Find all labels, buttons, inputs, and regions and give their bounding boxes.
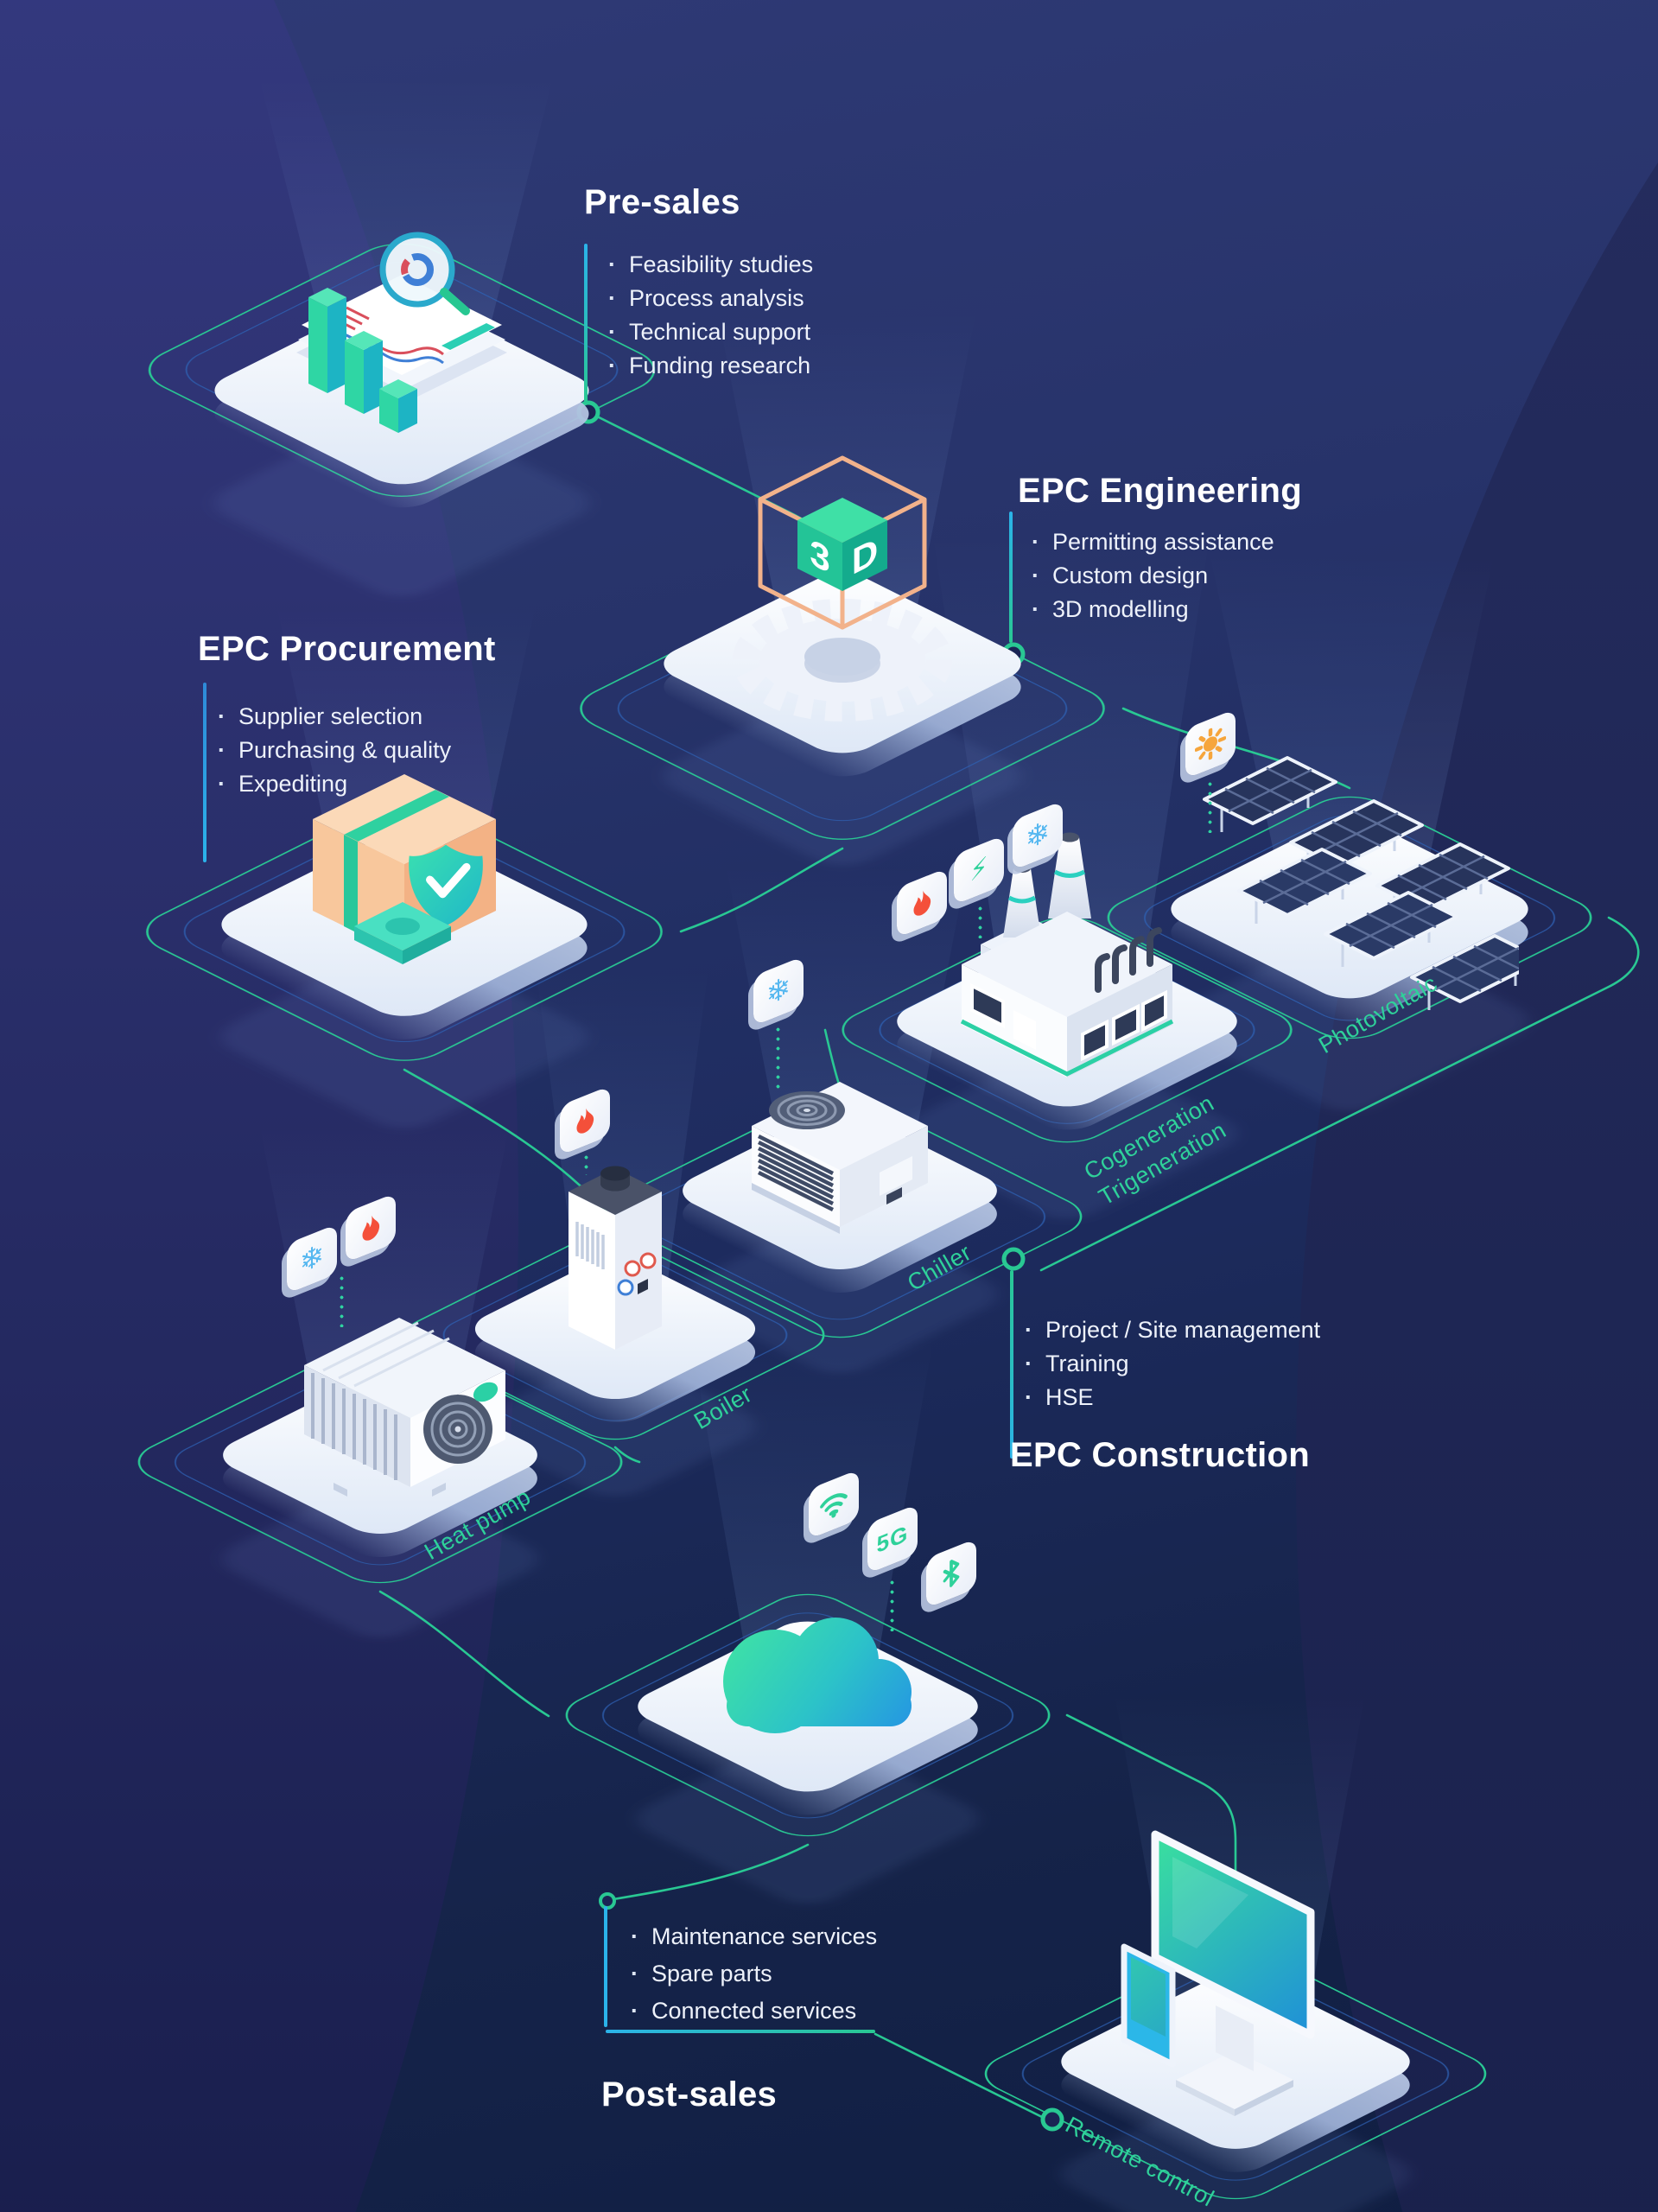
- heat-pump-illustration: [304, 1318, 505, 1497]
- list-item: Technical support: [605, 315, 813, 349]
- post-sales-list: Maintenance services Spare parts Connect…: [627, 1918, 877, 2030]
- bar-chart-icon: [308, 288, 417, 433]
- monitor-icon: [1151, 1830, 1315, 2039]
- list-item-text: Project / Site management: [1045, 1317, 1321, 1343]
- pre-sales-title: Pre-sales: [584, 183, 740, 221]
- pre-sales-documents-illustration: [296, 232, 507, 433]
- list-item: Expediting: [214, 767, 451, 801]
- list-item-text: Custom design: [1052, 563, 1209, 588]
- fan-icon: [423, 1395, 492, 1464]
- list-item: Training: [1021, 1347, 1320, 1381]
- list-item-text: Permitting assistance: [1052, 529, 1274, 555]
- solar-panels-illustration: [1203, 756, 1519, 1010]
- wifi-icon: [809, 1469, 859, 1540]
- accent-line-pre-sales: [584, 244, 588, 403]
- list-item-text: Connected services: [651, 1998, 857, 2024]
- list-item: Purchasing & quality: [214, 734, 451, 767]
- pre-sales-list: Feasibility studies Process analysis Tec…: [605, 248, 813, 383]
- procurement-title: EPC Procurement: [198, 630, 496, 668]
- dotted-connector: [1208, 779, 1212, 833]
- bluetooth-icon: [926, 1538, 976, 1609]
- list-item: Connected services: [627, 1993, 877, 2030]
- flame-icon: [560, 1085, 610, 1156]
- list-item-text: Purchasing & quality: [238, 737, 452, 763]
- dotted-connector: [978, 904, 982, 938]
- construction-title: EPC Construction: [1010, 1436, 1311, 1474]
- cube-3-label: 3: [810, 531, 829, 582]
- boiler-illustration: [569, 1166, 662, 1350]
- procurement-box-illustration: [313, 774, 496, 964]
- dotted-connector: [890, 1578, 894, 1631]
- accent-line-construction: [1010, 1270, 1013, 1459]
- procurement-list: Supplier selection Purchasing & quality …: [214, 700, 451, 801]
- construction-list: Project / Site management Training HSE: [1021, 1313, 1320, 1414]
- list-item: Funding research: [605, 349, 813, 383]
- cooling-towers: [1003, 832, 1091, 938]
- phone-icon: [1121, 1943, 1176, 2068]
- list-item: Custom design: [1028, 559, 1274, 593]
- list-item-text: Spare parts: [651, 1961, 772, 1986]
- list-item-text: Supplier selection: [238, 703, 423, 729]
- list-item: HSE: [1021, 1381, 1320, 1414]
- accent-line-post-sales-v: [604, 1906, 607, 2027]
- list-item: Permitting assistance: [1028, 525, 1274, 559]
- magnifier-icon: [379, 232, 455, 308]
- list-item: 3D modelling: [1028, 593, 1274, 626]
- list-item: Process analysis: [605, 282, 813, 315]
- list-item: Spare parts: [627, 1955, 877, 1993]
- flame-icon: [346, 1192, 396, 1263]
- dotted-connector: [340, 1274, 344, 1327]
- list-item-text: Technical support: [629, 319, 811, 345]
- engineering-list: Permitting assistance Custom design 3D m…: [1028, 525, 1274, 626]
- list-item-text: Funding research: [629, 353, 811, 378]
- list-item-text: Process analysis: [629, 285, 804, 311]
- post-sales-title: Post-sales: [601, 2075, 778, 2113]
- chiller-unit-illustration: [752, 1082, 928, 1234]
- dotted-connector: [584, 1153, 588, 1175]
- money-stack-icon: [354, 902, 451, 964]
- cloud-illustration: [723, 1618, 912, 1733]
- list-item-text: HSE: [1045, 1384, 1094, 1410]
- cloud-icon: [723, 1618, 912, 1733]
- flame-icon: [897, 868, 947, 938]
- shield-check-icon: [409, 844, 483, 926]
- engineering-title: EPC Engineering: [1018, 472, 1302, 510]
- list-item: Project / Site management: [1021, 1313, 1320, 1347]
- accent-line-engineering: [1009, 512, 1013, 643]
- list-item: Feasibility studies: [605, 248, 813, 282]
- fan-icon: [769, 1091, 845, 1129]
- remote-control-illustration: [1121, 1830, 1315, 2116]
- list-item: Maintenance services: [627, 1918, 877, 1955]
- accent-line-post-sales-h: [606, 2030, 875, 2033]
- 3d-cube-gear-illustration: 3 D: [733, 455, 952, 721]
- dotted-connector: [776, 1025, 780, 1092]
- cogeneration-plant-illustration: [960, 832, 1174, 1077]
- list-item-text: Maintenance services: [651, 1923, 878, 1949]
- chimney-pipes: [1095, 927, 1162, 993]
- list-item-text: Feasibility studies: [629, 251, 814, 277]
- list-item-text: Training: [1045, 1351, 1129, 1376]
- accent-line-procurement: [203, 683, 206, 862]
- list-item: Supplier selection: [214, 700, 451, 734]
- sun-icon: [1185, 709, 1236, 779]
- list-item-text: 3D modelling: [1052, 596, 1189, 622]
- list-item-text: Expediting: [238, 771, 348, 797]
- gear-icon: [733, 599, 952, 721]
